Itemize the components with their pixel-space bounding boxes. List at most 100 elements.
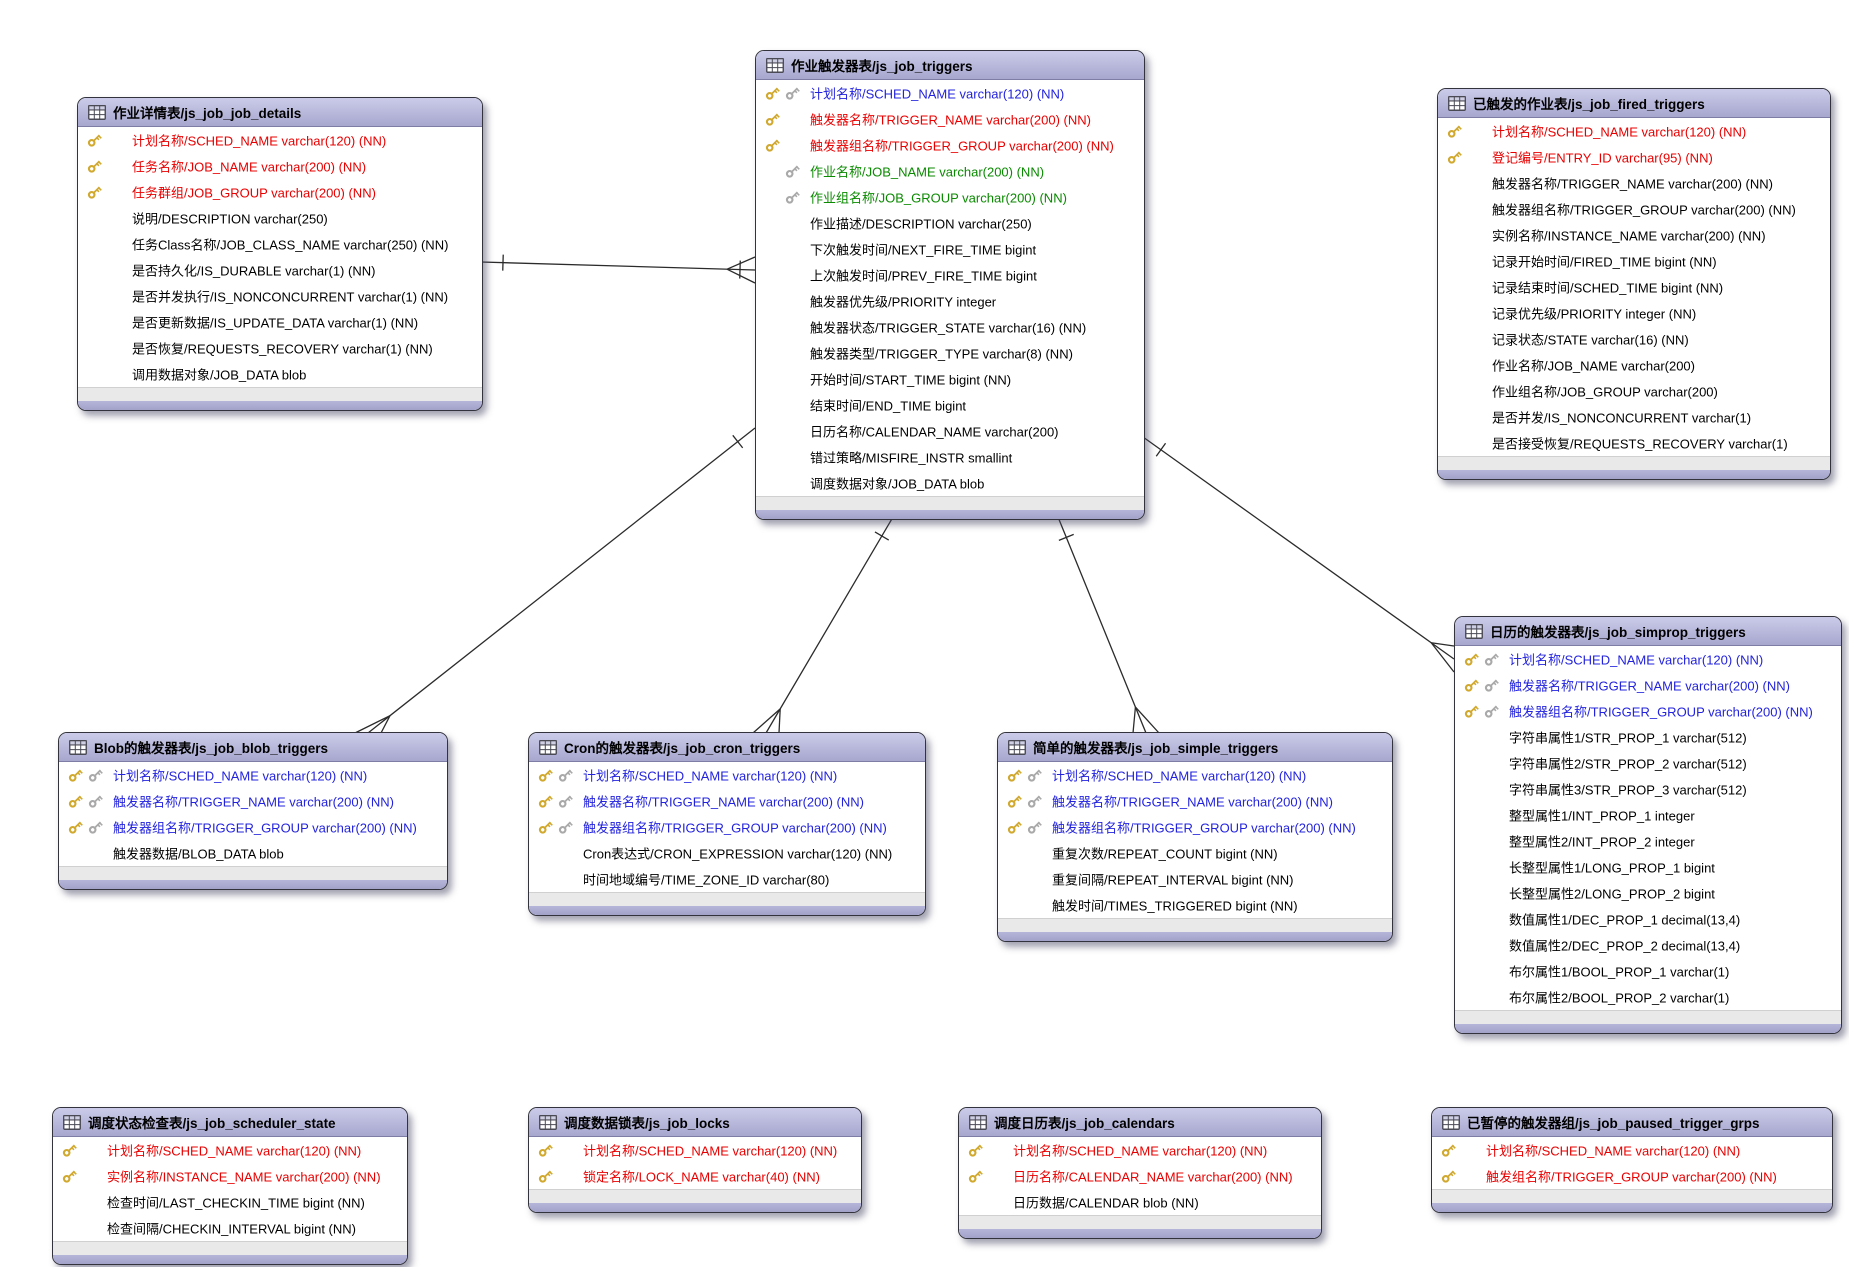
field-row[interactable]: 触发器组名称/TRIGGER_GROUP varchar(200) (NN) — [529, 814, 925, 840]
table-header[interactable]: 作业详情表/js_job_job_details — [78, 98, 482, 127]
field-row[interactable]: 触发器优先级/PRIORITY integer — [756, 288, 1144, 314]
field-row[interactable]: 长整型属性2/LONG_PROP_2 bigint — [1455, 880, 1841, 906]
field-row[interactable]: 是否并发执行/IS_NONCONCURRENT varchar(1) (NN) — [78, 283, 482, 309]
field-row[interactable]: 重复次数/REPEAT_COUNT bigint (NN) — [998, 840, 1392, 866]
field-row[interactable]: 记录优先级/PRIORITY integer (NN) — [1438, 300, 1830, 326]
field-row[interactable]: 说明/DESCRIPTION varchar(250) — [78, 205, 482, 231]
field-row[interactable]: 是否并发/IS_NONCONCURRENT varchar(1) — [1438, 404, 1830, 430]
table-header[interactable]: 日历的触发器表/js_job_simprop_triggers — [1455, 617, 1841, 646]
field-row[interactable]: 字符串属性3/STR_PROP_3 varchar(512) — [1455, 776, 1841, 802]
field-row[interactable]: 计划名称/SCHED_NAME varchar(120) (NN) — [78, 127, 482, 153]
field-row[interactable]: 计划名称/SCHED_NAME varchar(120) (NN) — [53, 1137, 407, 1163]
field-row[interactable]: 字符串属性1/STR_PROP_1 varchar(512) — [1455, 724, 1841, 750]
field-row[interactable]: 触发器名称/TRIGGER_NAME varchar(200) (NN) — [998, 788, 1392, 814]
field-row[interactable]: 触发组名称/TRIGGER_GROUP varchar(200) (NN) — [1432, 1163, 1832, 1189]
field-row[interactable]: 日历名称/CALENDAR_NAME varchar(200) (NN) — [959, 1163, 1321, 1189]
field-row[interactable]: 触发器名称/TRIGGER_NAME varchar(200) (NN) — [756, 106, 1144, 132]
field-row[interactable]: 触发器数据/BLOB_DATA blob — [59, 840, 447, 866]
field-row[interactable]: 布尔属性1/BOOL_PROP_1 varchar(1) — [1455, 958, 1841, 984]
field-row[interactable]: 登记编号/ENTRY_ID varchar(95) (NN) — [1438, 144, 1830, 170]
field-row[interactable]: 作业名称/JOB_NAME varchar(200) (NN) — [756, 158, 1144, 184]
field-row[interactable]: 触发器组名称/TRIGGER_GROUP varchar(200) (NN) — [1455, 698, 1841, 724]
field-row[interactable]: 字符串属性2/STR_PROP_2 varchar(512) — [1455, 750, 1841, 776]
field-row[interactable]: 是否接受恢复/REQUESTS_RECOVERY varchar(1) — [1438, 430, 1830, 456]
table-header[interactable]: 调度状态检查表/js_job_scheduler_state — [53, 1108, 407, 1137]
field-row[interactable]: 计划名称/SCHED_NAME varchar(120) (NN) — [1432, 1137, 1832, 1163]
field-row[interactable]: 计划名称/SCHED_NAME varchar(120) (NN) — [756, 80, 1144, 106]
field-row[interactable]: 数值属性1/DEC_PROP_1 decimal(13,4) — [1455, 906, 1841, 932]
field-row[interactable]: 整型属性1/INT_PROP_1 integer — [1455, 802, 1841, 828]
field-row[interactable]: 触发器组名称/TRIGGER_GROUP varchar(200) (NN) — [756, 132, 1144, 158]
field-row[interactable]: 作业名称/JOB_NAME varchar(200) — [1438, 352, 1830, 378]
field-row[interactable]: 是否恢复/REQUESTS_RECOVERY varchar(1) (NN) — [78, 335, 482, 361]
table-header[interactable]: 调度日历表/js_job_calendars — [959, 1108, 1321, 1137]
field-row[interactable]: 触发器状态/TRIGGER_STATE varchar(16) (NN) — [756, 314, 1144, 340]
field-row[interactable]: 日历数据/CALENDAR blob (NN) — [959, 1189, 1321, 1215]
field-row[interactable]: 调用数据对象/JOB_DATA blob — [78, 361, 482, 387]
field-row[interactable]: 计划名称/SCHED_NAME varchar(120) (NN) — [998, 762, 1392, 788]
field-row[interactable]: 是否持久化/IS_DURABLE varchar(1) (NN) — [78, 257, 482, 283]
field-row[interactable]: 记录结束时间/SCHED_TIME bigint (NN) — [1438, 274, 1830, 300]
field-row[interactable]: 实例名称/INSTANCE_NAME varchar(200) (NN) — [1438, 222, 1830, 248]
field-row[interactable]: 计划名称/SCHED_NAME varchar(120) (NN) — [529, 1137, 861, 1163]
field-row[interactable]: 上次触发时间/PREV_FIRE_TIME bigint — [756, 262, 1144, 288]
field-row[interactable]: 锁定名称/LOCK_NAME varchar(40) (NN) — [529, 1163, 861, 1189]
field-row[interactable]: 记录开始时间/FIRED_TIME bigint (NN) — [1438, 248, 1830, 274]
field-row[interactable]: 触发器名称/TRIGGER_NAME varchar(200) (NN) — [529, 788, 925, 814]
table-header[interactable]: 已暂停的触发器组/js_job_paused_trigger_grps — [1432, 1108, 1832, 1137]
field-row[interactable]: Cron表达式/CRON_EXPRESSION varchar(120) (NN… — [529, 840, 925, 866]
field-row[interactable]: 数值属性2/DEC_PROP_2 decimal(13,4) — [1455, 932, 1841, 958]
field-row[interactable]: 作业组名称/JOB_GROUP varchar(200) (NN) — [756, 184, 1144, 210]
field-row[interactable]: 检查时间/LAST_CHECKIN_TIME bigint (NN) — [53, 1189, 407, 1215]
field-row[interactable]: 开始时间/START_TIME bigint (NN) — [756, 366, 1144, 392]
table-header[interactable]: 已触发的作业表/js_job_fired_triggers — [1438, 89, 1830, 118]
table-header[interactable]: Blob的触发器表/js_job_blob_triggers — [59, 733, 447, 762]
field-row[interactable]: 日历名称/CALENDAR_NAME varchar(200) — [756, 418, 1144, 444]
field-row[interactable]: 触发器类型/TRIGGER_TYPE varchar(8) (NN) — [756, 340, 1144, 366]
field-row[interactable]: 触发器组名称/TRIGGER_GROUP varchar(200) (NN) — [998, 814, 1392, 840]
field-row[interactable]: 计划名称/SCHED_NAME varchar(120) (NN) — [1455, 646, 1841, 672]
field-row[interactable]: 是否更新数据/IS_UPDATE_DATA varchar(1) (NN) — [78, 309, 482, 335]
field-row[interactable]: 检查间隔/CHECKIN_INTERVAL bigint (NN) — [53, 1215, 407, 1241]
field-row[interactable]: 时间地域编号/TIME_ZONE_ID varchar(80) — [529, 866, 925, 892]
field-row[interactable]: 实例名称/INSTANCE_NAME varchar(200) (NN) — [53, 1163, 407, 1189]
field-row[interactable]: 触发器名称/TRIGGER_NAME varchar(200) (NN) — [1455, 672, 1841, 698]
table-header[interactable]: Cron的触发器表/js_job_cron_triggers — [529, 733, 925, 762]
field-row[interactable]: 触发器名称/TRIGGER_NAME varchar(200) (NN) — [59, 788, 447, 814]
field-row[interactable]: 触发时间/TIMES_TRIGGERED bigint (NN) — [998, 892, 1392, 918]
field-row[interactable]: 计划名称/SCHED_NAME varchar(120) (NN) — [529, 762, 925, 788]
field-row[interactable]: 任务群组/JOB_GROUP varchar(200) (NN) — [78, 179, 482, 205]
field-row[interactable]: 错过策略/MISFIRE_INSTR smallint — [756, 444, 1144, 470]
field-row[interactable]: 记录状态/STATE varchar(16) (NN) — [1438, 326, 1830, 352]
field-row[interactable]: 下次触发时间/NEXT_FIRE_TIME bigint — [756, 236, 1144, 262]
field-row[interactable]: 整型属性2/INT_PROP_2 integer — [1455, 828, 1841, 854]
field-row[interactable]: 计划名称/SCHED_NAME varchar(120) (NN) — [959, 1137, 1321, 1163]
table-header[interactable]: 作业触发器表/js_job_triggers — [756, 51, 1144, 80]
field-row[interactable]: 计划名称/SCHED_NAME varchar(120) (NN) — [1438, 118, 1830, 144]
field-row[interactable]: 触发器组名称/TRIGGER_GROUP varchar(200) (NN) — [59, 814, 447, 840]
field-row[interactable]: 调度数据对象/JOB_DATA blob — [756, 470, 1144, 496]
field-row[interactable]: 长整型属性1/LONG_PROP_1 bigint — [1455, 854, 1841, 880]
field-row[interactable]: 任务Class名称/JOB_CLASS_NAME varchar(250) (N… — [78, 231, 482, 257]
field-row[interactable]: 布尔属性2/BOOL_PROP_2 varchar(1) — [1455, 984, 1841, 1010]
table-header[interactable]: 调度数据锁表/js_job_locks — [529, 1108, 861, 1137]
field-row[interactable]: 重复间隔/REPEAT_INTERVAL bigint (NN) — [998, 866, 1392, 892]
field-row[interactable]: 触发器名称/TRIGGER_NAME varchar(200) (NN) — [1438, 170, 1830, 196]
field-row[interactable]: 计划名称/SCHED_NAME varchar(120) (NN) — [59, 762, 447, 788]
field-row[interactable]: 任务名称/JOB_NAME varchar(200) (NN) — [78, 153, 482, 179]
field-row[interactable]: 结束时间/END_TIME bigint — [756, 392, 1144, 418]
table-header[interactable]: 简单的触发器表/js_job_simple_triggers — [998, 733, 1392, 762]
field-row[interactable]: 触发器组名称/TRIGGER_GROUP varchar(200) (NN) — [1438, 196, 1830, 222]
field-row[interactable]: 作业组名称/JOB_GROUP varchar(200) — [1438, 378, 1830, 404]
field-row[interactable]: 作业描述/DESCRIPTION varchar(250) — [756, 210, 1144, 236]
